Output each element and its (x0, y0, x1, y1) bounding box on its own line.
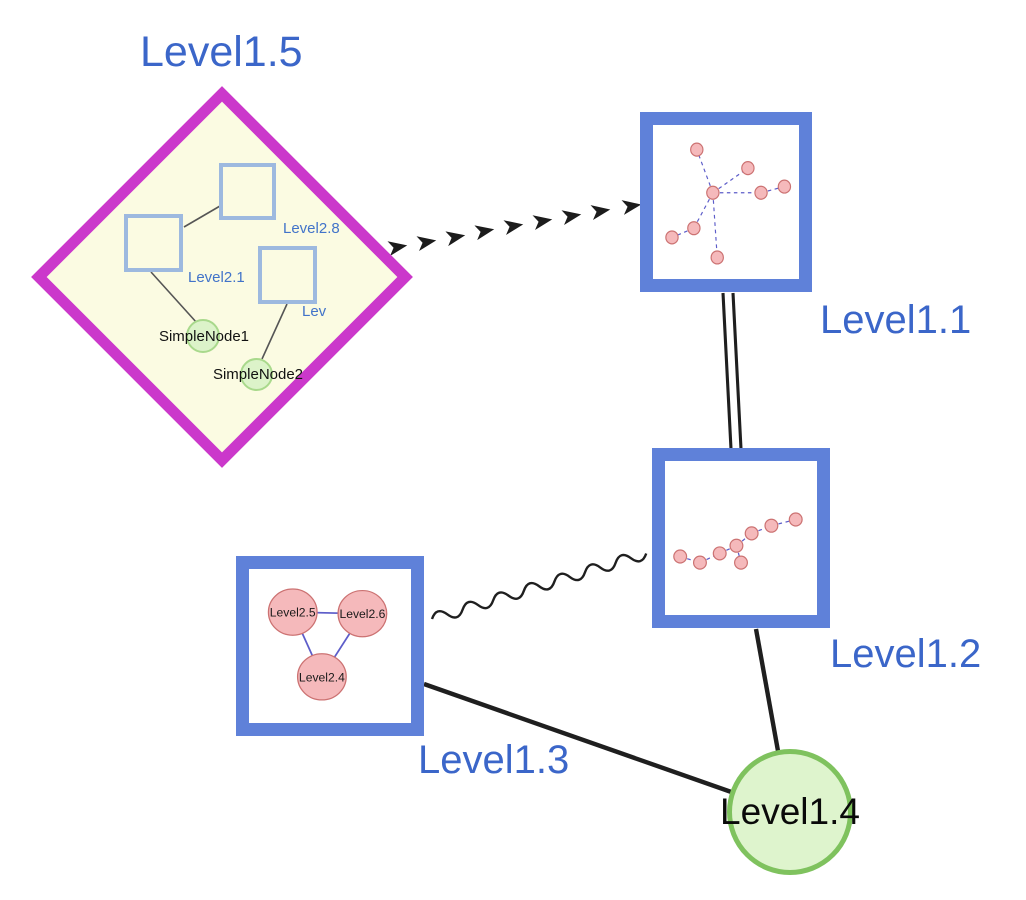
node-level1-4[interactable] (727, 749, 853, 875)
mini-node[interactable] (741, 161, 755, 176)
mini-node[interactable] (777, 179, 792, 194)
edge-level12-to-level14[interactable] (753, 628, 781, 752)
mini-node[interactable] (710, 250, 724, 265)
node-simplenode1[interactable] (186, 319, 220, 353)
node-label-simplenode1: SimpleNode1 (158, 328, 250, 345)
node-label-level1-4: Level1.4 (720, 791, 860, 832)
node-level2-1[interactable] (124, 214, 183, 272)
node-label-level1-5: Level1.5 (140, 28, 303, 76)
mini-node[interactable] (296, 653, 347, 701)
node-level2-8[interactable] (219, 163, 276, 220)
node-label-level1-1: Level1.1 (820, 298, 972, 342)
node-label-level1-2: Level1.2 (830, 632, 982, 676)
node-label-simplenode2: SimpleNode2 (212, 366, 304, 383)
mini-node[interactable] (267, 588, 318, 636)
node-simplenode2[interactable] (240, 358, 273, 391)
mini-edge[interactable] (712, 167, 749, 194)
level1-2-subgraph (673, 512, 803, 570)
level1-1-subgraph (665, 142, 792, 265)
mini-node[interactable] (712, 546, 727, 561)
mini-node[interactable] (673, 549, 688, 564)
mini-node[interactable] (754, 185, 768, 200)
mini-node[interactable] (690, 142, 704, 157)
edge-level13-to-level12[interactable] (430, 548, 648, 624)
mini-node-label: Level2.4 (299, 671, 345, 685)
mini-node[interactable] (729, 538, 744, 553)
mini-node[interactable] (337, 589, 388, 638)
mini-node[interactable] (734, 555, 748, 570)
edge-level21-to-simplenode1[interactable] (150, 271, 198, 324)
mini-node-label: Level2.5 (270, 606, 316, 620)
mini-node[interactable] (788, 512, 803, 527)
mini-node-label: Level2.6 (339, 608, 385, 622)
mini-node[interactable] (687, 221, 701, 236)
node-level2-truncated[interactable] (258, 246, 317, 304)
mini-node[interactable] (692, 555, 707, 570)
edge-level13-to-level14[interactable] (423, 681, 738, 797)
node-label-level2-8: Level2.8 (283, 220, 340, 237)
node-label-level2-1: Level2.1 (188, 269, 245, 286)
node-label-level1-3: Level1.3 (418, 738, 570, 782)
mini-edge[interactable] (712, 192, 718, 258)
node-label-level2-truncated: Lev (302, 303, 327, 320)
edge-level28-to-level21[interactable] (183, 205, 221, 228)
mini-node[interactable] (706, 185, 720, 200)
mini-node[interactable] (665, 230, 679, 245)
mini-node[interactable] (764, 518, 779, 533)
edge-level11-to-level12[interactable] (721, 292, 743, 450)
node-level1-2[interactable] (652, 448, 830, 628)
mini-node[interactable] (744, 526, 759, 541)
mini-edge[interactable] (696, 149, 714, 193)
node-level1-1[interactable] (640, 112, 812, 292)
edge-lev-to-simplenode2[interactable] (261, 303, 288, 360)
